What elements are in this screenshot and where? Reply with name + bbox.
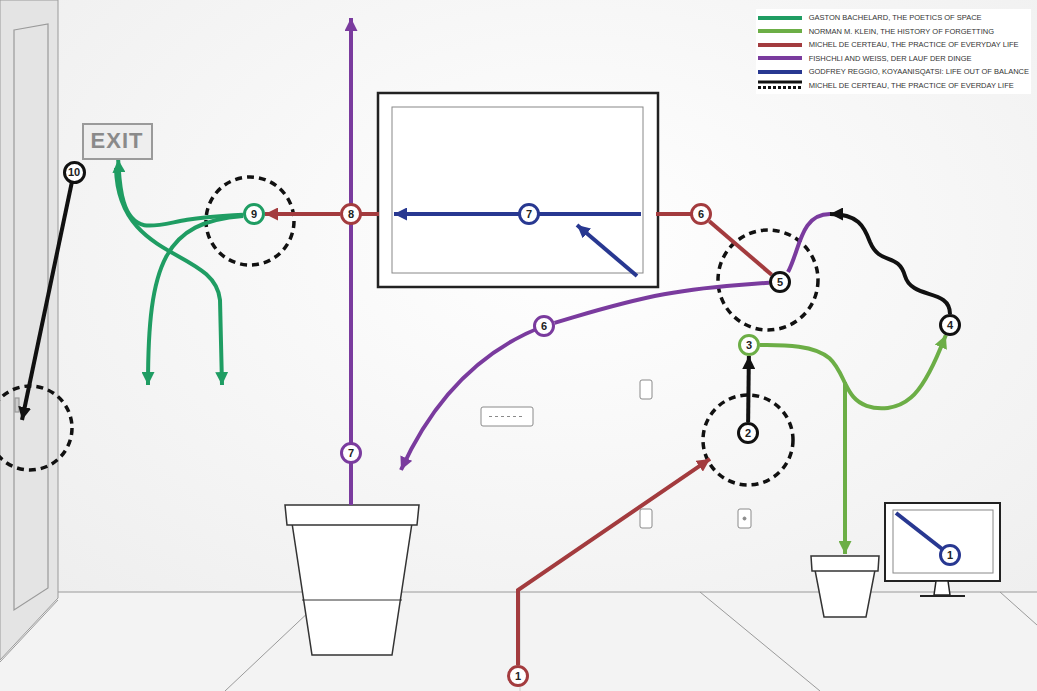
- station-number: 1: [947, 550, 953, 561]
- route-connector: [518, 459, 710, 665]
- exit-sign: EXIT: [82, 123, 153, 160]
- route-connector: [349, 225, 353, 442]
- route-connector: [265, 212, 340, 216]
- legend: GASTON BACHELARD, THE POETICS OF SPACE NO…: [756, 9, 1031, 94]
- green-route: [116, 168, 222, 385]
- legend-text: GASTON BACHELARD, THE POETICS OF SPACE: [809, 13, 982, 22]
- dashed-stop-ring: [0, 177, 818, 485]
- station-marker: 1: [939, 544, 961, 566]
- station-marker: 6: [533, 315, 555, 337]
- station-number: 2: [745, 428, 751, 439]
- route-connector: [760, 335, 946, 408]
- black-route: [830, 214, 950, 314]
- station-number: 6: [698, 209, 704, 220]
- legend-text: MICHEL DE CERTEAU, THE PRACTICE OF EVERY…: [809, 40, 1019, 49]
- station-number: 3: [746, 340, 752, 351]
- station-number: 7: [348, 448, 354, 459]
- side-wall: [0, 0, 58, 660]
- station-number: 6: [541, 321, 547, 332]
- station-marker: 7: [518, 203, 540, 225]
- legend-text: FISHCHLI AND WEISS, DER LAUF DER DINGE: [809, 54, 972, 63]
- legend-row: MICHEL DE CERTEAU, THE PRACTICE OF EVERD…: [758, 79, 1029, 93]
- station-number: 1: [515, 671, 521, 682]
- station-marker: 6: [690, 203, 712, 225]
- legend-swatch: [758, 16, 802, 20]
- black-route: [22, 172, 74, 420]
- purple-route: [401, 326, 544, 470]
- station-marker: 7: [340, 442, 362, 464]
- desktop-monitor: [885, 503, 1000, 596]
- legend-swatch: [758, 29, 802, 33]
- route-connector: [118, 160, 243, 226]
- dotted-sample: [758, 86, 802, 89]
- legend-text: GODFREY REGGIO, KOYAANISQATSI: LIFE OUT …: [809, 67, 1029, 76]
- legend-row: NORMAN M. KLEIN, THE HISTORY OF FORGETTI…: [758, 25, 1029, 39]
- legend-row: FISHCHLI AND WEISS, DER LAUF DER DINGE: [758, 52, 1029, 66]
- station-marker: 8: [340, 203, 362, 225]
- station-marker: 3: [738, 334, 760, 356]
- route-connector: [709, 221, 771, 275]
- legend-swatch: [758, 56, 802, 60]
- small-plant-pot: [811, 556, 879, 617]
- sign-text: EXIT: [91, 129, 144, 153]
- purple-route: [788, 214, 830, 272]
- legend-row: GASTON BACHELARD, THE POETICS OF SPACE: [758, 11, 1029, 25]
- legend-row: GODFREY REGGIO, KOYAANISQATSI: LIFE OUT …: [758, 65, 1029, 79]
- station-number: 7: [526, 209, 532, 220]
- green-route: [843, 382, 847, 554]
- route-connector: [746, 356, 751, 422]
- station-number: 8: [348, 209, 354, 220]
- green-route: [148, 216, 243, 385]
- large-plant-pot: [285, 505, 419, 655]
- station-number: 10: [68, 167, 80, 178]
- legend-swatch: [758, 70, 802, 74]
- station-number: 4: [947, 320, 953, 331]
- red-route: [360, 212, 379, 216]
- station-marker: 1: [507, 665, 529, 687]
- station-marker: 9: [243, 203, 265, 225]
- purple-route: [349, 18, 353, 505]
- blue-route: [577, 225, 637, 276]
- wall-screen: [378, 93, 658, 287]
- legend-line-sample: [758, 80, 802, 90]
- legend-text: MICHEL DE CERTEAU, THE PRACTICE OF EVERD…: [809, 81, 1014, 90]
- station-number: 9: [251, 209, 257, 220]
- station-marker: 4: [939, 314, 961, 336]
- legend-text: NORMAN M. KLEIN, THE HISTORY OF FORGETTI…: [809, 27, 994, 36]
- route-lines: [22, 18, 950, 554]
- station-marker: 5: [769, 271, 791, 293]
- legend-row: MICHEL DE CERTEAU, THE PRACTICE OF EVERY…: [758, 38, 1029, 52]
- blue-route: [896, 513, 946, 552]
- station-marker: 2: [737, 422, 759, 444]
- solid-sample: [758, 81, 802, 84]
- wall-outlets: [481, 380, 751, 528]
- station-number: 5: [777, 277, 783, 288]
- legend-swatch: [758, 43, 802, 47]
- route-connector: [555, 283, 769, 323]
- station-marker: 10: [63, 161, 86, 184]
